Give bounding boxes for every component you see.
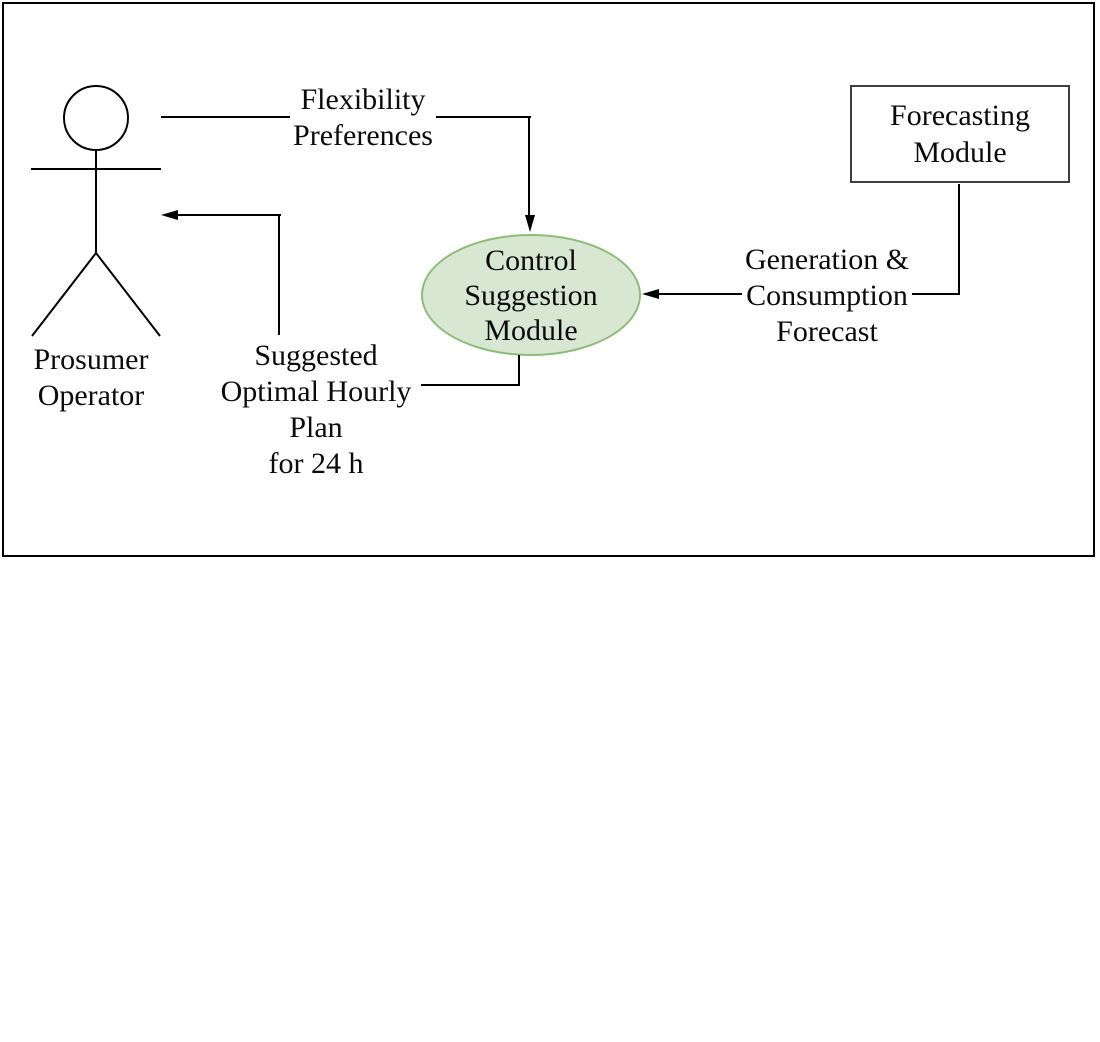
node-line: Suggestion xyxy=(464,278,598,312)
edge-suggested-vertical-line xyxy=(278,215,280,335)
edge-flexibility-vertical-line xyxy=(528,117,530,217)
edge-plan-vertical-line xyxy=(518,355,520,386)
edge-plan-horizontal-line xyxy=(421,384,520,386)
node-line: Module xyxy=(484,313,578,347)
node-line: Module xyxy=(913,136,1007,169)
label-line: Optimal Hourly xyxy=(220,375,412,408)
label-line: Preferences xyxy=(293,119,433,152)
label-line: for 24 h xyxy=(268,447,364,480)
actor-left-leg xyxy=(31,252,97,337)
label-line: Generation & xyxy=(744,243,910,276)
prosumer-operator-actor-icon xyxy=(31,85,161,337)
label-line: Forecast xyxy=(776,315,878,348)
prosumer-operator-label: Prosumer Operator xyxy=(31,342,152,414)
node-line: Control xyxy=(485,243,577,277)
flexibility-preferences-label: Flexibility Preferences xyxy=(290,82,436,154)
label-line: Operator xyxy=(37,379,145,412)
edge-suggested-horizontal-line xyxy=(176,214,281,216)
suggested-optimal-hourly-plan-label: Suggested Optimal Hourly Plan for 24 h xyxy=(217,338,415,482)
arrow-left-icon xyxy=(642,289,659,299)
label-line: Flexibility xyxy=(300,83,426,116)
node-line: Forecasting xyxy=(890,99,1030,132)
actor-head xyxy=(63,85,129,151)
arrow-left-icon xyxy=(161,210,178,220)
actor-right-leg xyxy=(95,252,161,337)
forecasting-module-node: Forecasting Module xyxy=(850,85,1070,183)
control-suggestion-module-node: Control Suggestion Module xyxy=(421,234,641,356)
system-boundary-frame xyxy=(2,2,1095,557)
label-line: Consumption xyxy=(746,279,908,312)
label-line: Plan xyxy=(289,411,343,444)
edge-forecast-vertical-line xyxy=(958,184,960,295)
generation-consumption-forecast-label: Generation & Consumption Forecast xyxy=(741,242,913,350)
label-line: Suggested xyxy=(254,339,378,372)
arrow-down-icon xyxy=(525,215,535,232)
label-line: Prosumer xyxy=(33,343,149,376)
